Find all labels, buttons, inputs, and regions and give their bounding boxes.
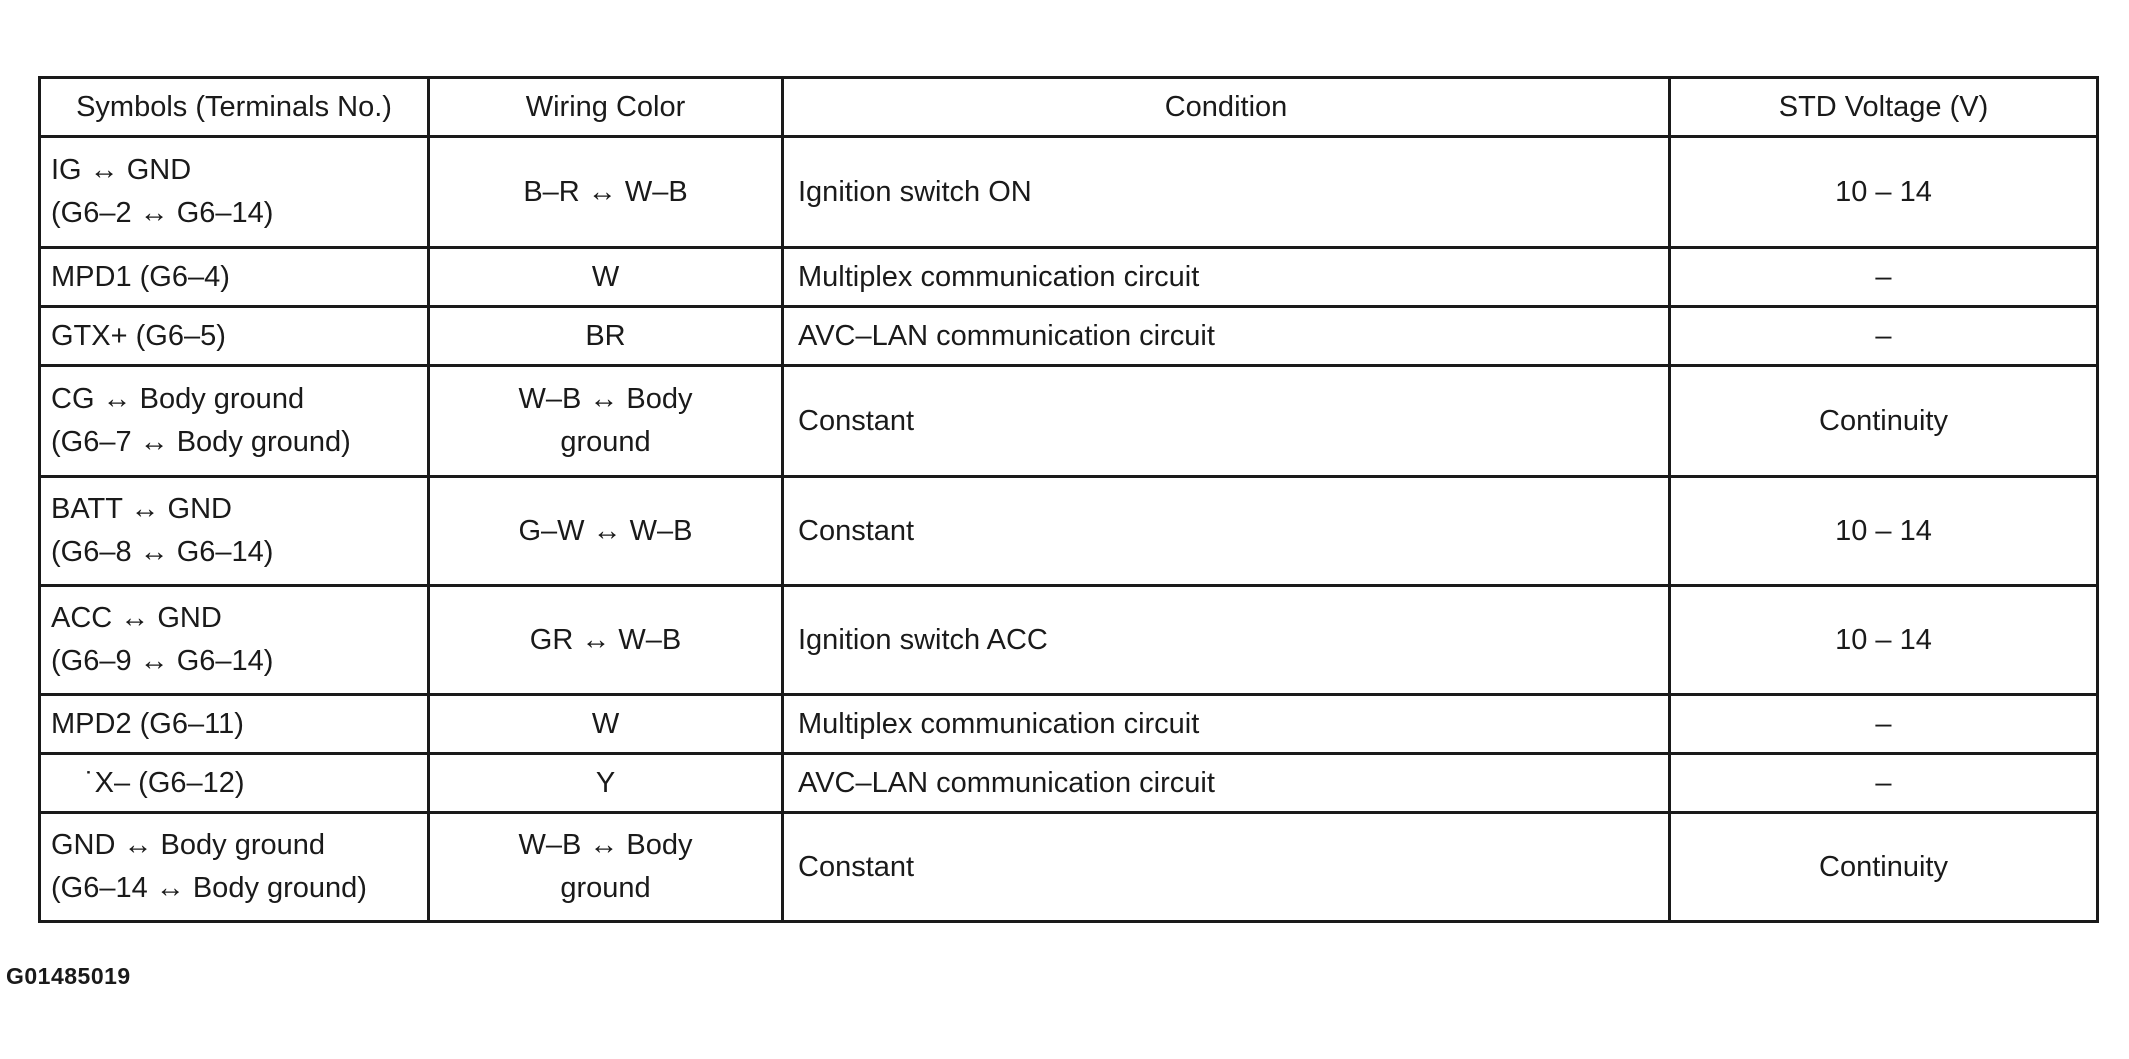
wiring-color-continued: ground	[560, 426, 651, 458]
voltage-cell: 10 – 14	[1668, 475, 2099, 587]
symbol-cell: BATT ↔ GND (G6–8 ↔ G6–14)	[38, 475, 430, 587]
symbol-name: ACC ↔ GND	[51, 602, 222, 634]
wiring-color-continued: ground	[560, 872, 651, 904]
voltage-cell: –	[1668, 305, 2099, 367]
wiring-color: W–B ↔ Body	[518, 829, 693, 861]
voltage-cell: –	[1668, 246, 2099, 308]
header-condition: Condition	[781, 76, 1671, 138]
terminal-numbers: (G6–9 ↔ G6–14)	[51, 645, 274, 677]
terminal-voltage-table-container: Symbols (Terminals No.) Wiring Color Con…	[38, 76, 2099, 923]
condition-cell: AVC–LAN communication circuit	[781, 305, 1671, 367]
wiring-color-cell: W–B ↔ Body ground	[427, 811, 784, 923]
wiring-color-cell: B–R ↔ W–B	[427, 135, 784, 249]
wiring-color-cell: BR	[427, 305, 784, 367]
condition-cell: Constant	[781, 811, 1671, 923]
symbol-name: CG ↔ Body ground	[51, 383, 305, 415]
table-row: ACC ↔ GND (G6–9 ↔ G6–14) GR ↔ W–B Igniti…	[38, 584, 2099, 696]
condition-cell: AVC–LAN communication circuit	[781, 752, 1671, 814]
terminal-numbers: (G6–7 ↔ Body ground)	[51, 426, 351, 458]
wiring-color-cell: G–W ↔ W–B	[427, 475, 784, 587]
table-row: ˙X– (G6–12) Y AVC–LAN communication circ…	[38, 752, 2099, 814]
wiring-color-cell: W–B ↔ Body ground	[427, 364, 784, 478]
symbol-cell: GND ↔ Body ground (G6–14 ↔ Body ground)	[38, 811, 430, 923]
voltage-cell: –	[1668, 752, 2099, 814]
header-wiring-color: Wiring Color	[427, 76, 784, 138]
header-symbols: Symbols (Terminals No.)	[38, 76, 430, 138]
header-std-voltage: STD Voltage (V)	[1668, 76, 2099, 138]
table-row: BATT ↔ GND (G6–8 ↔ G6–14) G–W ↔ W–B Cons…	[38, 475, 2099, 587]
symbol-cell: IG ↔ GND (G6–2 ↔ G6–14)	[38, 135, 430, 249]
wiring-color: W–B ↔ Body	[518, 383, 693, 415]
symbol-cell: GTX+ (G6–5)	[38, 305, 430, 367]
table-row: MPD1 (G6–4) W Multiplex communication ci…	[38, 246, 2099, 308]
figure-id: G01485019	[6, 963, 131, 989]
table-row: GND ↔ Body ground (G6–14 ↔ Body ground) …	[38, 811, 2099, 923]
table-row: CG ↔ Body ground (G6–7 ↔ Body ground) W–…	[38, 364, 2099, 478]
symbol-name: BATT ↔ GND	[51, 493, 232, 525]
condition-cell: Ignition switch ACC	[781, 584, 1671, 696]
voltage-cell: Continuity	[1668, 364, 2099, 478]
wiring-color: GR ↔ W–B	[529, 623, 682, 656]
symbol-name: IG ↔ GND	[51, 154, 192, 186]
condition-cell: Ignition switch ON	[781, 135, 1671, 249]
condition-cell: Multiplex communication circuit	[781, 246, 1671, 308]
terminal-numbers: (G6–14 ↔ Body ground)	[51, 872, 367, 904]
condition-cell: Constant	[781, 475, 1671, 587]
voltage-cell: 10 – 14	[1668, 584, 2099, 696]
terminal-numbers: (G6–2 ↔ G6–14)	[51, 197, 274, 229]
wiring-color-cell: GR ↔ W–B	[427, 584, 784, 696]
table-row: GTX+ (G6–5) BR AVC–LAN communication cir…	[38, 305, 2099, 367]
condition-cell: Multiplex communication circuit	[781, 693, 1671, 755]
table-row: MPD2 (G6–11) W Multiplex communication c…	[38, 693, 2099, 755]
table-row: IG ↔ GND (G6–2 ↔ G6–14) B–R ↔ W–B Igniti…	[38, 135, 2099, 249]
wiring-color-cell: W	[427, 693, 784, 755]
terminal-voltage-table: Symbols (Terminals No.) Wiring Color Con…	[38, 76, 2099, 923]
symbol-cell: CG ↔ Body ground (G6–7 ↔ Body ground)	[38, 364, 430, 478]
symbol-cell: MPD1 (G6–4)	[38, 246, 430, 308]
wiring-color: G–W ↔ W–B	[518, 514, 693, 547]
wiring-color-cell: Y	[427, 752, 784, 814]
symbol-cell: ˙X– (G6–12)	[38, 752, 430, 814]
terminal-numbers: (G6–8 ↔ G6–14)	[51, 536, 274, 568]
wiring-color: B–R ↔ W–B	[523, 175, 688, 208]
symbol-name: GND ↔ Body ground	[51, 829, 326, 861]
table-header-row: Symbols (Terminals No.) Wiring Color Con…	[38, 76, 2099, 138]
symbol-cell: MPD2 (G6–11)	[38, 693, 430, 755]
wiring-color-cell: W	[427, 246, 784, 308]
voltage-cell: 10 – 14	[1668, 135, 2099, 249]
voltage-cell: –	[1668, 693, 2099, 755]
symbol-cell: ACC ↔ GND (G6–9 ↔ G6–14)	[38, 584, 430, 696]
condition-cell: Constant	[781, 364, 1671, 478]
voltage-cell: Continuity	[1668, 811, 2099, 923]
